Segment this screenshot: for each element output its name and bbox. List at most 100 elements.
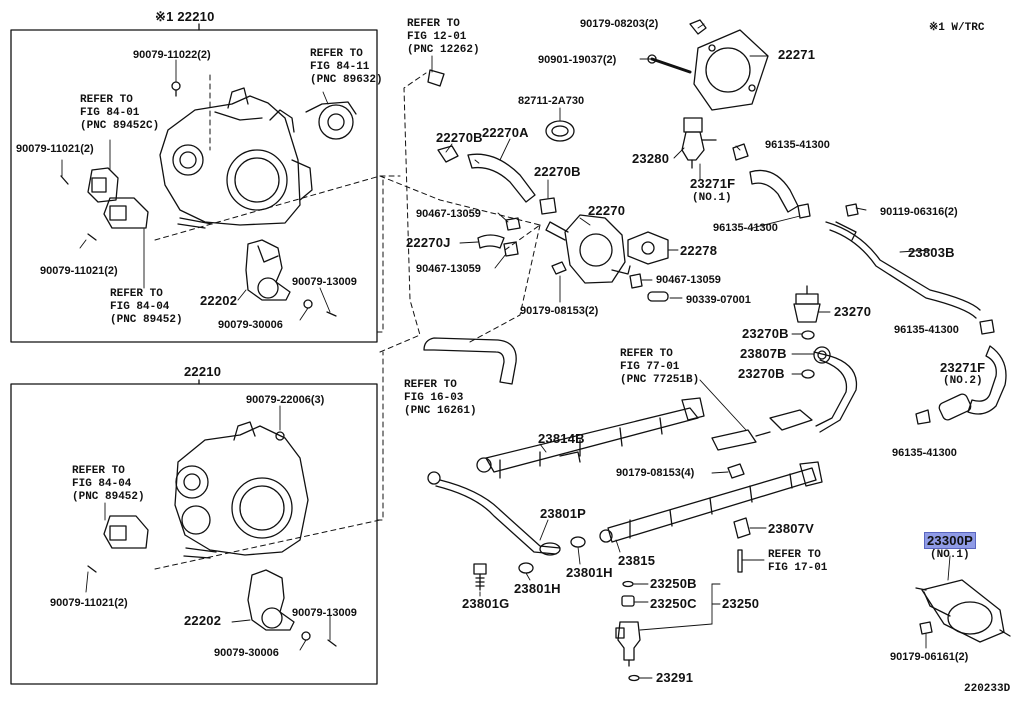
label-b1-ref-8404-c: (PNC 89452) <box>110 314 183 326</box>
bolt-08153-b <box>727 463 745 479</box>
label-b1-iac: 22202 <box>200 293 238 308</box>
label-insul-23250c: 23250C <box>650 596 697 611</box>
box2-part-number: 22210 <box>184 364 222 379</box>
seal-23250b <box>622 580 634 588</box>
tube-23803b <box>825 221 981 319</box>
sensor-1 <box>87 167 119 203</box>
stud-19037 <box>647 54 692 74</box>
box1-part-number: 22210 <box>177 9 215 24</box>
bolt-08153 <box>551 261 567 275</box>
label-ref-1701-a: REFER TO <box>768 549 821 561</box>
label-filter-no: (NO.1) <box>930 549 970 561</box>
label-seal-23250b: 23250B <box>650 576 697 591</box>
label-clamp-59c: 90467-13059 <box>656 274 721 286</box>
figure-code: 220233D <box>964 683 1011 695</box>
label-injector-23250: 23250 <box>722 596 760 611</box>
box1-title: ※1 22210 <box>155 10 215 24</box>
hose-16-03 <box>423 337 517 385</box>
label-b1-ref-8401-b: FIG 84-01 <box>80 107 140 119</box>
vsv-23280 <box>681 117 717 169</box>
label-gasket-23801h-1: 23801H <box>514 581 561 596</box>
clip-41300-a <box>732 143 749 161</box>
label-b1-screw-lower: 90079-11021(2) <box>40 265 118 277</box>
label-clamp-b-2: 22270B <box>534 164 581 179</box>
clip-41300-c <box>979 319 995 335</box>
label-b2-bolt-top: 90079-22006(3) <box>246 394 325 406</box>
label-stud-19037: 90901-19037(2) <box>538 54 617 66</box>
label-b1-bolt-r: 90079-13009 <box>292 276 357 288</box>
tube-23801p <box>427 471 561 556</box>
label-gasket-23801h-2: 23801H <box>566 565 613 580</box>
hose-23271f-1 <box>749 169 799 213</box>
label-vsv-23807v: 23807V <box>768 521 815 536</box>
grommet-23291 <box>628 674 640 682</box>
nut-08203 <box>689 19 707 35</box>
label-b1-ref-8401-a: REFER TO <box>80 94 133 106</box>
tube-23807b <box>813 346 858 433</box>
label-hose-23271f: 23271F <box>690 176 736 191</box>
label-ref-7701-b: FIG 77-01 <box>620 361 680 373</box>
injector-23250 <box>615 621 641 667</box>
label-b2-ref-8404-b: FIG 84-04 <box>72 478 132 490</box>
label-ref-1201-a: REFER TO <box>407 18 460 30</box>
clamp-22270b-left <box>437 145 459 163</box>
label-gasket-22278: 22278 <box>680 243 718 258</box>
pipe-23814b <box>476 397 705 479</box>
sensor-2 <box>103 197 149 229</box>
note-w-trc: ※1 W/TRC <box>929 22 985 34</box>
label-plug-9033: 90339-07001 <box>686 294 751 306</box>
label-bolt-08153b: 90179-08153(4) <box>616 467 695 479</box>
label-gasket-22271: 22271 <box>778 47 816 62</box>
label-b1-bolt-top: 90079-11022(2) <box>133 49 211 61</box>
label-b2-ref-8404-c: (PNC 89452) <box>72 491 145 503</box>
label-vsv-23280: 23280 <box>632 151 670 166</box>
label-rail-23815: 23815 <box>618 553 656 568</box>
clip-41300-b <box>797 203 811 219</box>
label-valve-22270: 22270 <box>588 203 626 218</box>
label-hose-23271f2: 23271F <box>940 360 986 375</box>
regulator-23270 <box>793 285 821 323</box>
gasket-23270b-1 <box>801 330 815 340</box>
fitting <box>769 409 813 431</box>
label-b1-ref-8411-a: REFER TO <box>310 48 363 60</box>
label-b1-ref-8401-c: (PNC 89452C) <box>80 120 160 132</box>
label-grommet-23291: 23291 <box>656 670 694 685</box>
hose-22270a <box>467 153 536 203</box>
gasket-23801h-1 <box>518 562 534 574</box>
label-ref-1701-b: FIG 17-01 <box>768 562 828 574</box>
insul-23250c <box>621 595 635 607</box>
label-b1-nut: 90079-30006 <box>218 319 283 331</box>
box1-mark: ※1 <box>155 9 174 24</box>
label-b2-ref-8404-a: REFER TO <box>72 465 125 477</box>
label-tube-23803b: 23803B <box>908 245 955 260</box>
filter-part-highlight: 23300P <box>924 532 977 549</box>
hose-piece <box>938 393 972 421</box>
label-ref-1603-c: (PNC 16261) <box>404 405 477 417</box>
clamp-b <box>503 241 519 257</box>
label-ref-7701-a: REFER TO <box>620 348 673 360</box>
label-clamp-827: 82711-2A730 <box>518 95 585 107</box>
label-clamp-59b: 90467-13059 <box>416 263 481 275</box>
label-ref-1201-c: (PNC 12262) <box>407 44 480 56</box>
label-nut-08203: 90179-08203(2) <box>580 18 659 30</box>
label-bolt-23801g: 23801G <box>462 596 510 611</box>
label-hose-j: 22270J <box>406 235 451 250</box>
label-hose-a: 22270A <box>482 125 529 140</box>
label-hose-23271f-no: (NO.1) <box>692 192 732 204</box>
fuel-filter <box>915 579 1011 643</box>
clamp-a <box>505 217 521 231</box>
iac-valve-2 <box>247 569 295 631</box>
label-tube-23801p: 23801P <box>540 506 587 521</box>
vsv-small <box>711 429 757 451</box>
sensor-3 <box>103 515 149 549</box>
label-clip-41300a: 96135-41300 <box>765 139 830 151</box>
label-bolt-08153: 90179-08153(2) <box>520 305 599 317</box>
label-clip-41300d: 96135-41300 <box>892 447 957 459</box>
label-ref-1201-b: FIG 12-01 <box>407 31 467 43</box>
hose-22270j <box>477 234 505 249</box>
clamp-c <box>629 273 643 289</box>
label-clip-06316: 90119-06316(2) <box>880 206 958 218</box>
label-ref-7701-c: (PNC 77251B) <box>620 374 700 386</box>
